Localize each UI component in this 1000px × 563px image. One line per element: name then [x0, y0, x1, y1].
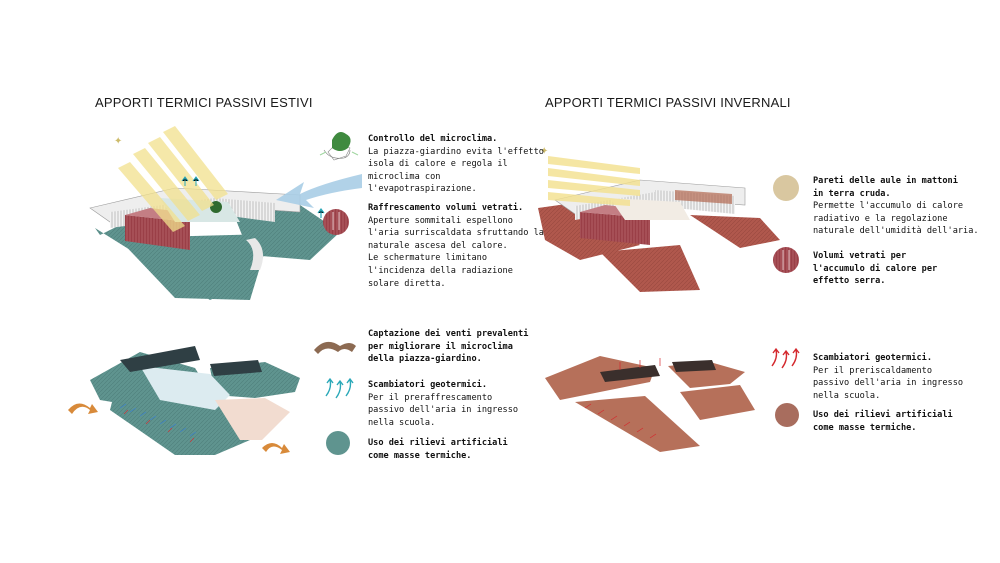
note-line: Aperture sommitali espellono — [368, 215, 513, 226]
note-line: Per il preraffrescamento — [368, 392, 493, 403]
note-title: Controllo del microclima. — [368, 134, 498, 144]
note-title: come masse termiche. — [813, 422, 917, 433]
note-title: Scambiatori geotermici. — [813, 353, 932, 363]
note-title: Uso dei rilievi artificiali — [368, 438, 508, 448]
wind-ribbon-icon — [68, 403, 98, 414]
note-title: Captazione dei venti prevalenti — [368, 329, 529, 339]
note-line: naturale ascesa del calore. — [368, 240, 508, 251]
winter-title: APPORTI TERMICI PASSIVI INVERNALI — [545, 95, 791, 110]
note-title: Volumi vetrati per — [813, 251, 907, 261]
note-title: Pareti delle aule in mattoni — [813, 176, 958, 186]
winter-building-diagram: ✦ — [538, 146, 780, 292]
note-volumi-vetrati: Volumi vetrati per l'accumulo di calore … — [813, 250, 937, 288]
note-title: Uso dei rilievi artificiali — [813, 410, 953, 420]
note-rilievi-estivi: Uso dei rilievi artificiali come masse t… — [368, 437, 508, 462]
note-title: l'accumulo di calore per — [813, 263, 938, 274]
note-line: microclima con — [368, 171, 441, 182]
note-line: radiativo e la regolazione — [813, 213, 948, 224]
note-line: passivo dell'aria in ingresso — [813, 378, 964, 389]
note-title: in terra cruda. — [813, 188, 891, 199]
thermal-mass-disc-icon — [326, 431, 350, 455]
note-title: come masse termiche. — [368, 450, 472, 461]
note-line: l'evapotraspirazione. — [368, 184, 477, 195]
note-pareti: Pareti delle aule in mattoni in terra cr… — [813, 175, 979, 238]
note-microclima: Controllo del microclima. La piazza-giar… — [368, 133, 544, 196]
note-line: passivo dell'aria in ingresso — [368, 405, 519, 416]
note-venti: Captazione dei venti prevalenti per migl… — [368, 328, 528, 366]
glass-volume-icon — [317, 208, 349, 235]
note-rilievi-invernali: Uso dei rilievi artificiali come masse t… — [813, 409, 953, 434]
note-line: Permette l'accumulo di calore — [813, 201, 964, 212]
note-scambiatori-invernali: Scambiatori geotermici. Per il preriscal… — [813, 352, 963, 402]
note-line: naturale dell'umidità dell'aria. — [813, 226, 979, 237]
note-title: effetto serra. — [813, 276, 886, 287]
summer-building-diagram: ✦ — [89, 126, 340, 300]
note-line: Le schermature limitano — [368, 253, 487, 264]
wind-ribbon-icon — [262, 443, 290, 454]
geothermal-arrows-icon — [325, 377, 354, 399]
svg-text:✦: ✦ — [114, 136, 122, 147]
note-title: Scambiatori geotermici. — [368, 380, 487, 390]
note-title: della piazza-giardino. — [368, 354, 482, 365]
earth-wall-disc-icon — [773, 175, 799, 201]
note-line: Per il preriscaldamento — [813, 365, 932, 376]
note-line: isola di calore e regola il — [368, 159, 508, 170]
summer-title: APPORTI TERMICI PASSIVI ESTIVI — [95, 95, 313, 110]
summer-landscape-diagram — [90, 346, 300, 455]
wind-arrow-icon — [276, 174, 362, 208]
note-line: l'aria surriscaldata sfruttando la — [368, 228, 544, 239]
wind-ribbon-icon — [314, 341, 356, 354]
glass-volume-icon — [773, 247, 799, 273]
note-line: solare diretta. — [368, 278, 446, 289]
note-scambiatori-estivi: Scambiatori geotermici. Per il preraffre… — [368, 379, 518, 429]
note-title: per migliorare il microclima — [368, 341, 513, 352]
note-line: nella scuola. — [813, 390, 881, 401]
svg-text:✦: ✦ — [540, 146, 548, 157]
geothermal-arrows-icon — [771, 347, 800, 369]
thermal-mass-disc-icon — [775, 403, 799, 427]
note-title: Raffrescamento volumi vetrati. — [368, 203, 524, 213]
note-line: l'incidenza della radiazione — [368, 265, 513, 276]
winter-landscape-diagram — [545, 356, 755, 452]
note-raffrescamento: Raffrescamento volumi vetrati. Aperture … — [368, 202, 544, 290]
note-line: nella scuola. — [368, 417, 436, 428]
note-line: La piazza-giardino evita l'effetto — [368, 146, 544, 157]
tree-icon — [319, 132, 359, 161]
